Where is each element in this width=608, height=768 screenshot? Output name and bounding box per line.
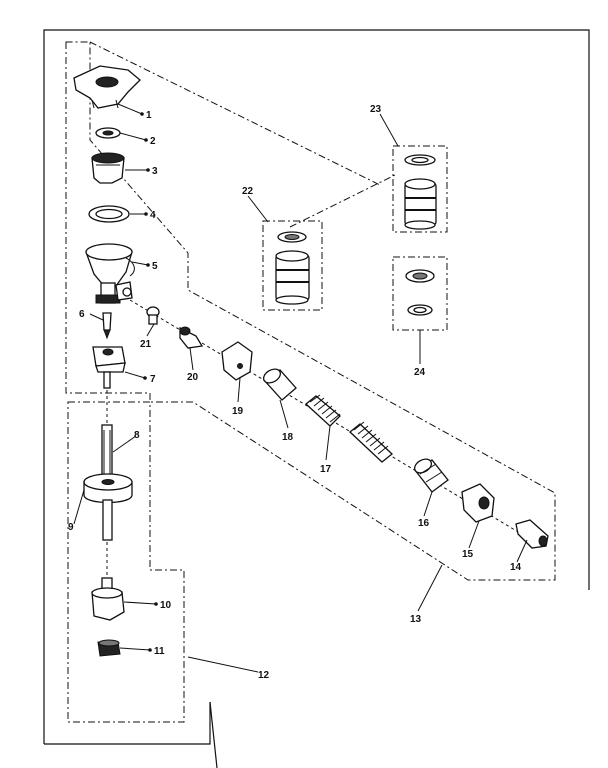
- kit-23-box: [392, 145, 448, 233]
- upper-group-diagonal: [89, 41, 381, 186]
- part-17-springs: [305, 394, 393, 463]
- callout-15: 15: [462, 549, 474, 560]
- callout-9: 9: [68, 522, 74, 533]
- leader-arrowheads: [140, 112, 158, 652]
- callout-23: 23: [370, 104, 382, 115]
- part-2-washer: [95, 127, 121, 139]
- outer-assembly-outline: [43, 29, 590, 745]
- part-10-nut: [91, 577, 125, 621]
- callout-18: 18: [282, 432, 294, 443]
- kit-24-parts: [405, 269, 435, 316]
- callout-7: 7: [150, 374, 156, 385]
- callout-21: 21: [140, 339, 152, 350]
- callout-6: 6: [79, 309, 85, 320]
- callout-8: 8: [134, 430, 140, 441]
- part-8-stem: [101, 424, 113, 478]
- callout-13: 13: [410, 614, 422, 625]
- callout-1: 1: [146, 110, 152, 121]
- part-4-o-ring: [88, 205, 130, 223]
- part-1-handle-nut: [73, 65, 141, 109]
- callout-14: 14: [510, 562, 522, 573]
- part-5-valve-body: [85, 243, 135, 304]
- callout-20: 20: [187, 372, 199, 383]
- lower-group-outline: [67, 401, 185, 723]
- callout-5: 5: [152, 261, 158, 272]
- part-7-tee-fitting: [92, 346, 126, 389]
- callout-24: 24: [414, 367, 426, 378]
- kit-22-box: [262, 220, 323, 311]
- kit-23-parts: [404, 154, 437, 230]
- part-9-disc: [83, 473, 133, 541]
- part-18-sleeve: [262, 368, 297, 401]
- leader-lines: [73, 103, 528, 673]
- callout-16: 16: [418, 518, 430, 529]
- part-21-screw: [146, 306, 160, 325]
- part-20-fitting: [179, 326, 204, 349]
- upper-group-outline: [65, 41, 556, 581]
- callout-17: 17: [320, 464, 332, 475]
- callout-10: 10: [160, 600, 172, 611]
- callout-11: 11: [154, 646, 165, 657]
- callout-2: 2: [150, 136, 156, 147]
- part-15-hex-nut: [461, 483, 495, 523]
- part-16-coupling: [413, 458, 449, 493]
- part-3-cap: [91, 152, 125, 184]
- outer-assembly-tail: [209, 701, 218, 768]
- part-19-hex-fitting: [221, 341, 253, 381]
- kit-link-22-23: [289, 174, 396, 228]
- callout-12: 12: [258, 670, 270, 681]
- part-11-cap-nut: [97, 639, 121, 657]
- callout-4: 4: [150, 210, 156, 221]
- part-6-pin: [102, 312, 112, 340]
- callout-19: 19: [232, 406, 244, 417]
- kit-24-box: [392, 256, 448, 331]
- kit-22-parts: [275, 231, 310, 305]
- callout-22: 22: [242, 186, 254, 197]
- part-14-connector: [515, 519, 549, 549]
- callout-3: 3: [152, 166, 158, 177]
